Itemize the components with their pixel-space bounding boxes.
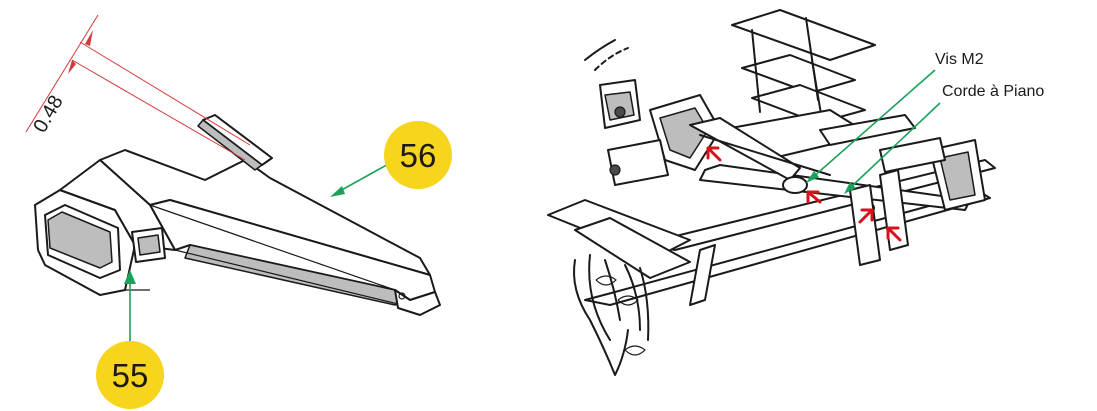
piano-wire-label: Corde à Piano xyxy=(942,83,1044,100)
part-55-badge xyxy=(96,341,164,409)
dimension-label: 0.48 xyxy=(29,92,68,137)
attention-arrows xyxy=(706,146,902,242)
part-56-badge xyxy=(384,121,452,189)
piano-wire-callout: Corde à Piano xyxy=(844,83,1044,194)
screw-callout: Vis M2 xyxy=(806,51,984,183)
screw-label: Vis M2 xyxy=(935,51,984,68)
part-55-number: 55 xyxy=(112,357,149,394)
part-56-bracket-drawing xyxy=(34,114,441,316)
part-55-callout: 55 xyxy=(96,270,164,409)
part-56-callout: 56 xyxy=(330,121,452,197)
part-56-number: 56 xyxy=(400,137,437,174)
chassis-assembly-drawing xyxy=(547,9,996,376)
